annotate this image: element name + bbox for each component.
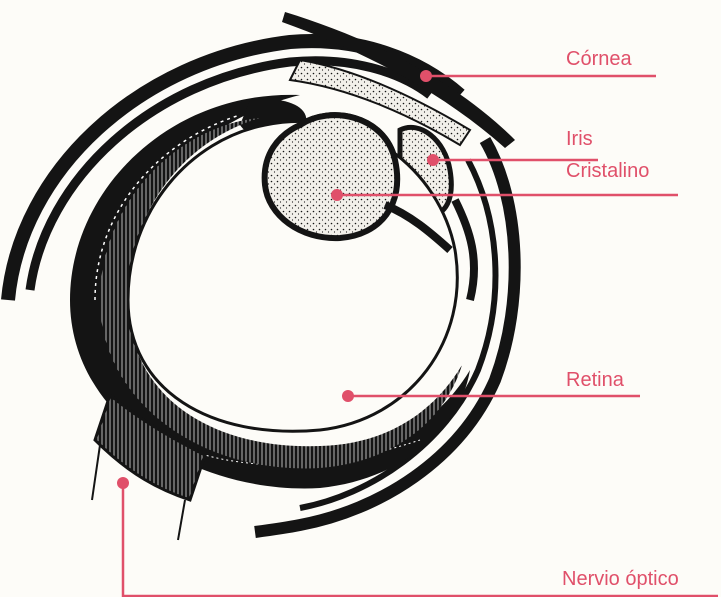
nervio-optico-label: Nervio óptico xyxy=(562,568,679,590)
iris-dot xyxy=(427,154,439,166)
retina-label: Retina xyxy=(566,369,624,391)
iris-label: Iris xyxy=(566,128,593,150)
cristalino-dot xyxy=(331,189,343,201)
cornea-dot xyxy=(420,70,432,82)
cornea-label: Córnea xyxy=(566,48,632,70)
cristalino-label: Cristalino xyxy=(566,160,649,182)
retina-dot xyxy=(342,390,354,402)
nervio-dot xyxy=(117,477,129,489)
